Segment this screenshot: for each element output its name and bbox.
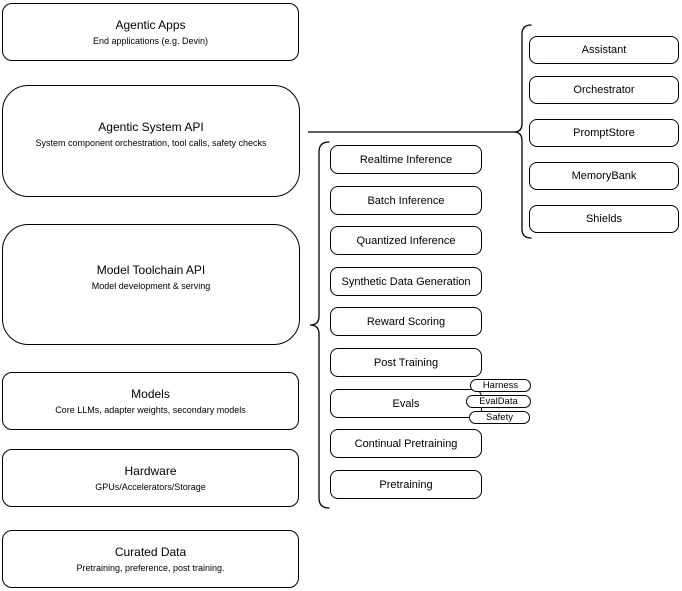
tag-harness: Harness: [470, 379, 531, 392]
node-title: Hardware: [124, 463, 177, 478]
node-title: Agentic Apps: [115, 17, 186, 32]
tag-safety: Safety: [469, 411, 530, 424]
node-memorybank: MemoryBank: [529, 162, 679, 190]
node-agentic-system-api: Agentic System API System component orch…: [2, 85, 300, 197]
node-promptstore: PromptStore: [529, 119, 679, 147]
node-subtitle: Model development & serving: [91, 281, 211, 291]
node-hardware: Hardware GPUs/Accelerators/Storage: [2, 449, 299, 507]
node-synthetic-data-generation: Synthetic Data Generation: [330, 267, 482, 296]
node-subtitle: Pretraining, preference, post training.: [76, 562, 225, 573]
node-title: Agentic System API: [98, 119, 204, 134]
node-agentic-apps: Agentic Apps End applications (e.g. Devi…: [2, 3, 299, 61]
node-quantized-inference: Quantized Inference: [330, 226, 482, 255]
node-evals: Evals: [330, 389, 482, 418]
node-subtitle: System component orchestration, tool cal…: [35, 137, 267, 148]
node-title: Curated Data: [114, 544, 187, 559]
node-assistant: Assistant: [529, 36, 679, 64]
node-subtitle: End applications (e.g. Devin): [92, 35, 209, 46]
tag-evaldata: EvalData: [466, 395, 531, 408]
node-continual-pretraining: Continual Pretraining: [330, 429, 482, 458]
node-subtitle: GPUs/Accelerators/Storage: [95, 481, 206, 492]
node-orchestrator: Orchestrator: [529, 76, 679, 104]
node-subtitle: Core LLMs, adapter weights, secondary mo…: [55, 404, 246, 415]
node-pretraining: Pretraining: [330, 470, 482, 499]
node-reward-scoring: Reward Scoring: [330, 307, 482, 336]
node-batch-inference: Batch Inference: [330, 186, 482, 215]
node-model-toolchain-api: Model Toolchain API Model development & …: [2, 224, 300, 345]
node-curated-data: Curated Data Pretraining, preference, po…: [2, 530, 299, 588]
node-shields: Shields: [529, 205, 679, 233]
node-models: Models Core LLMs, adapter weights, secon…: [2, 372, 299, 430]
node-post-training: Post Training: [330, 348, 482, 377]
node-title: Models: [131, 386, 170, 401]
node-realtime-inference: Realtime Inference: [330, 145, 482, 174]
toolchain-group-brace: [309, 141, 330, 509]
node-title: Model Toolchain API: [96, 263, 206, 277]
